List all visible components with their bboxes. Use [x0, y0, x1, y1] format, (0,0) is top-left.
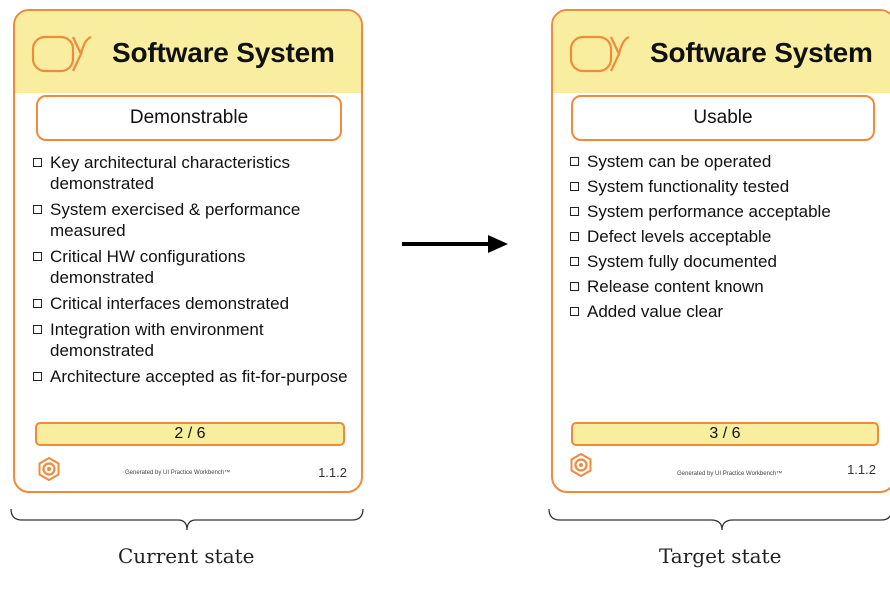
generator-note: Generated by UI Practice Workbench™ — [677, 471, 783, 477]
checkbox-icon — [570, 307, 579, 316]
version-label: 1.1.2 — [318, 465, 347, 480]
checklist: System can be operated System functional… — [569, 151, 889, 326]
brace-target — [548, 508, 890, 531]
checkbox-icon — [570, 207, 579, 216]
checkbox-icon — [33, 205, 42, 214]
checklist-item: Critical interfaces demonstrated — [32, 293, 352, 314]
checklist-item-label: Defect levels acceptable — [587, 227, 772, 246]
checklist-item-label: Release content known — [587, 277, 764, 296]
checklist-item-label: Critical interfaces demonstrated — [50, 294, 290, 313]
gear-icon — [38, 457, 60, 481]
brace-current — [10, 508, 364, 531]
checkbox-icon — [33, 299, 42, 308]
arrow-right-icon — [402, 235, 508, 253]
checklist-item: Key architectural characteristics demons… — [32, 152, 352, 194]
alpha-icon — [569, 35, 630, 73]
checklist-item: Defect levels acceptable — [569, 226, 889, 247]
checklist-item-label: Integration with environment demonstrate… — [50, 320, 264, 360]
generator-note: Generated by UI Practice Workbench™ — [125, 470, 231, 476]
checklist-item-label: System performance acceptable — [587, 202, 831, 221]
checklist-item-label: Architecture accepted as fit-for-purpose — [50, 367, 348, 386]
checklist-item-label: System functionality tested — [587, 177, 790, 196]
checkbox-icon — [33, 252, 42, 261]
checkbox-icon — [570, 282, 579, 291]
caption-target-state: Target state — [659, 544, 782, 568]
checklist-item: System performance acceptable — [569, 201, 889, 222]
checkbox-icon — [570, 232, 579, 241]
checklist-item: System fully documented — [569, 251, 889, 272]
state-progress: 2 / 6 — [35, 422, 345, 446]
checklist-item-label: Key architectural characteristics demons… — [50, 153, 290, 193]
checkbox-icon — [33, 372, 42, 381]
checklist-item: System can be operated — [569, 151, 889, 172]
checklist-item: System functionality tested — [569, 176, 889, 197]
checkbox-icon — [570, 182, 579, 191]
card-target-state: Software System Usable System can be ope… — [551, 9, 890, 493]
checklist: Key architectural characteristics demons… — [32, 152, 352, 392]
state-progress: 3 / 6 — [571, 422, 879, 446]
checklist-item-label: System can be operated — [587, 152, 772, 171]
state-name: Usable — [571, 95, 875, 141]
card-title: Software System — [650, 37, 873, 68]
card-title: Software System — [112, 37, 335, 68]
checklist-item-label: System fully documented — [587, 252, 777, 271]
checklist-item-label: Critical HW configurations demonstrated — [50, 247, 246, 287]
state-name: Demonstrable — [36, 95, 342, 141]
checklist-item: Integration with environment demonstrate… — [32, 319, 352, 361]
gear-icon — [570, 453, 592, 477]
card-header: Software System — [553, 11, 890, 93]
checklist-item-label: Added value clear — [587, 302, 724, 321]
card-current-state: Software System Demonstrable Key archite… — [13, 9, 363, 493]
checklist-item: Architecture accepted as fit-for-purpose — [32, 366, 352, 387]
checkbox-icon — [570, 257, 579, 266]
checklist-item: System exercised & performance measured — [32, 199, 352, 241]
checklist-item: Release content known — [569, 276, 889, 297]
caption-current-state: Current state — [118, 544, 255, 568]
checkbox-icon — [570, 157, 579, 166]
version-label: 1.1.2 — [847, 462, 876, 477]
alpha-icon — [31, 35, 92, 73]
checkbox-icon — [33, 158, 42, 167]
checkbox-icon — [33, 325, 42, 334]
card-header: Software System — [15, 11, 361, 93]
checklist-item-label: System exercised & performance measured — [50, 200, 301, 240]
checklist-item: Critical HW configurations demonstrated — [32, 246, 352, 288]
checklist-item: Added value clear — [569, 301, 889, 322]
